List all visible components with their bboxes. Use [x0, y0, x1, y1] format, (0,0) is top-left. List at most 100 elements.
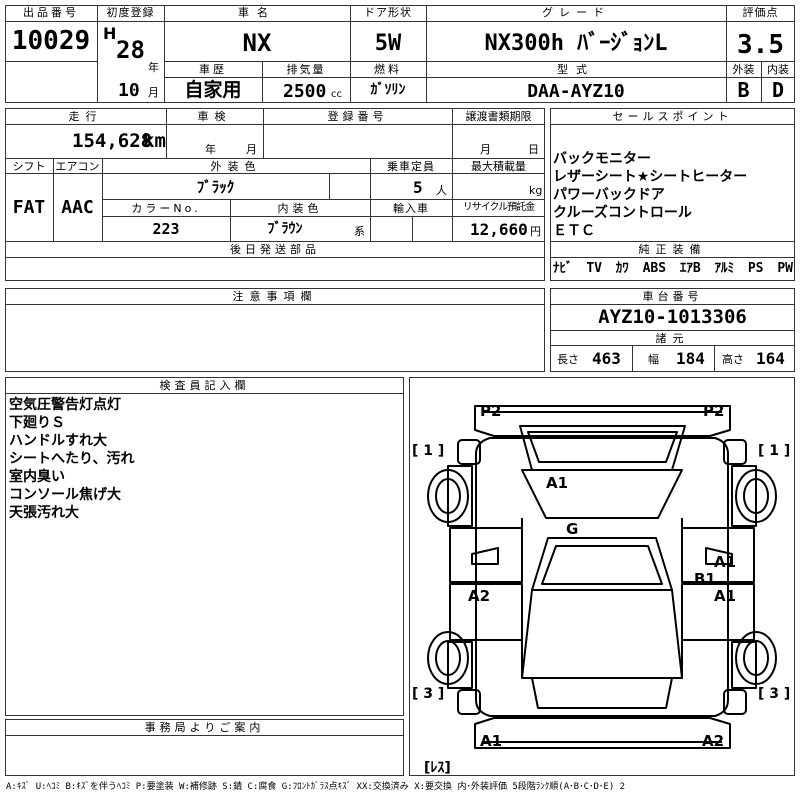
rule — [164, 77, 726, 78]
rule — [426, 5, 427, 103]
exterior-label: 外装 — [732, 63, 755, 76]
displacement: 2500 — [283, 81, 327, 102]
left-mirror — [471, 547, 499, 565]
interior-color-label: 内装色 — [277, 202, 323, 215]
rule — [5, 241, 545, 242]
history-label: 車歴 — [199, 63, 227, 76]
equipment-list: ﾅﾋﾞ TV ｶﾜ ABS ｴｱB ｱﾙﾐ PS PW — [553, 262, 793, 276]
capacity-label: 乗車定員 — [387, 160, 435, 173]
recycle-label: リサイクル預託金 — [462, 202, 536, 213]
car-name-label: 車名 — [238, 6, 276, 19]
exterior-color-label: 外装色 — [210, 160, 262, 173]
rule — [53, 158, 54, 241]
grade-label: グレード — [542, 6, 610, 19]
recycle-fee: 12,660 — [470, 220, 528, 239]
reg-year: 28 — [116, 36, 145, 64]
mileage-unit: km — [143, 130, 166, 152]
inspector-panel — [5, 377, 404, 716]
reg-month: 10 — [118, 80, 140, 101]
bracket-top-left: [ 1 ] — [412, 443, 444, 459]
rule — [329, 173, 330, 199]
mileage: 154,628 — [72, 130, 153, 152]
chassis-label: 車台番号 — [642, 290, 703, 303]
mark-a1-bottom-left: A1 — [480, 732, 502, 750]
bracket-top-right: [ 1 ] — [758, 443, 790, 459]
score: 3.5 — [737, 30, 784, 60]
rule — [262, 61, 263, 103]
left-head-lamp — [457, 689, 481, 715]
equipment-label: 純正装備 — [638, 243, 707, 256]
interior-grade: D — [771, 78, 785, 102]
body-outline — [475, 437, 729, 717]
equipment-item: PW — [777, 261, 793, 276]
first-reg-label: 初度登録 — [106, 6, 155, 19]
rule — [166, 108, 167, 158]
rule — [761, 61, 762, 103]
mark-a1-right-lower: A1 — [714, 587, 736, 605]
interior-label: 内装 — [767, 63, 789, 76]
wheel-left-rear — [427, 469, 469, 523]
inspector-note: 室内臭い — [9, 469, 65, 485]
color-no-label: カラーNo. — [131, 202, 201, 215]
rule — [350, 5, 351, 61]
score-label: 評価点 — [742, 6, 779, 19]
equipment-item: TV — [586, 261, 602, 276]
wheel-right-rear-hub — [743, 478, 769, 514]
hood — [521, 589, 683, 679]
inspector-note: 天張汚れ大 — [9, 505, 79, 521]
displacement-unit: cc — [331, 89, 342, 100]
equipment-item: ｴｱB — [679, 261, 701, 276]
later-parts-label: 後日発送部品 — [230, 243, 320, 256]
recycle-unit: 円 — [530, 225, 541, 238]
equipment-item: ﾅﾋﾞ — [553, 261, 573, 276]
cautions-label: 注意事項欄 — [232, 290, 318, 303]
right-rear-door — [681, 527, 755, 583]
inspector-note: コンソール焦げ大 — [9, 487, 121, 503]
bracket-less: [ﾚｽ] — [424, 760, 451, 775]
rule — [550, 345, 795, 346]
bracket-bottom-right: [ 3 ] — [758, 686, 790, 702]
rule — [102, 199, 545, 200]
reg-number-label: 登録番号 — [327, 110, 388, 123]
transfer-day-unit: 日 — [528, 143, 539, 156]
transfer-label: 譲渡書類期限 — [465, 110, 532, 123]
shift-label: シフト — [12, 160, 46, 173]
equipment-item: PS — [747, 261, 764, 276]
mileage-label: 走行 — [68, 110, 103, 123]
exterior-grade: B — [737, 78, 750, 102]
inspector-note: 空気圧警告灯点灯 — [9, 397, 121, 413]
max-load-unit: kg — [529, 184, 543, 197]
car-diagram: P2 P2 A1 G A1 B1 A1 A2 A1 A2 [ 1 ] [ 1 ]… — [412, 402, 790, 775]
length-label: 長さ — [557, 353, 579, 366]
lot-label: 出品番号 — [23, 6, 79, 19]
lot-number: 10029 — [11, 26, 91, 56]
fuel: ｶﾞｿﾘﾝ — [370, 82, 406, 98]
front-bumper — [474, 717, 731, 749]
height: 164 — [756, 349, 785, 368]
equipment-item: ｶﾜ — [615, 261, 629, 276]
rule — [164, 61, 726, 62]
max-load-label: 最大積載量 — [471, 160, 526, 173]
width-label: 幅 — [648, 353, 659, 366]
transfer-month-unit: 月 — [480, 143, 491, 156]
wheel-left-front-hub — [435, 640, 461, 676]
ac-label: エアコン — [55, 160, 100, 173]
rule — [263, 108, 264, 158]
inspection-year-unit: 年 — [205, 143, 216, 156]
wheel-left-rear-hub — [435, 478, 461, 514]
year-suffix: 年 — [148, 61, 159, 74]
sales-points-label: セールスポイント — [612, 110, 733, 123]
shift: FAT — [12, 197, 46, 218]
rule — [5, 61, 97, 62]
rear-bumper — [474, 405, 731, 437]
wheel-left-front — [427, 631, 469, 685]
rule — [5, 735, 404, 736]
grille — [531, 677, 673, 709]
inspector-note: ハンドルすれ大 — [9, 433, 107, 449]
model: DAA-AYZ10 — [527, 81, 625, 102]
rule — [164, 5, 165, 103]
era: H — [103, 24, 117, 43]
rule — [412, 216, 413, 241]
interior-color-suffix: 系 — [354, 225, 365, 238]
mark-a2-left: A2 — [468, 587, 490, 605]
